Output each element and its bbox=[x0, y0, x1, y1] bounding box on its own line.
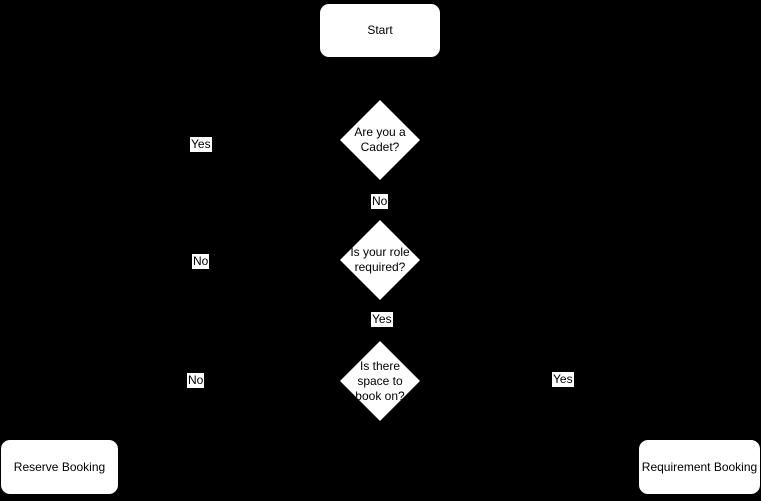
edge-label-role-yes: Yes bbox=[371, 312, 393, 327]
start-node: Start bbox=[320, 4, 440, 57]
decision-is-your-role-required: Is your role required? bbox=[340, 220, 420, 300]
edge-label-cadet-no: No bbox=[371, 194, 389, 209]
edge-label-role-no: No bbox=[192, 254, 210, 269]
requirement-booking-node-label: Requirement Booking bbox=[641, 459, 758, 474]
decision-are-you-a-cadet-label: Are you a Cadet? bbox=[354, 125, 406, 154]
decision-is-there-space-to-book-on-label: Is there space to book on? bbox=[355, 358, 405, 403]
edge-label-space-no: No bbox=[187, 373, 205, 388]
edge-label-space-yes: Yes bbox=[552, 372, 574, 387]
reserve-booking-node-label: Reserve Booking bbox=[13, 459, 106, 474]
decision-is-there-space-to-book-on: Is there space to book on? bbox=[340, 341, 420, 421]
reserve-booking-node: Reserve Booking bbox=[1, 440, 118, 494]
requirement-booking-node: Requirement Booking bbox=[639, 440, 760, 494]
decision-are-you-a-cadet: Are you a Cadet? bbox=[340, 100, 420, 180]
decision-is-your-role-required-label: Is your role required? bbox=[350, 245, 410, 274]
start-node-label: Start bbox=[367, 23, 393, 37]
edge-label-cadet-yes: Yes bbox=[190, 137, 212, 152]
